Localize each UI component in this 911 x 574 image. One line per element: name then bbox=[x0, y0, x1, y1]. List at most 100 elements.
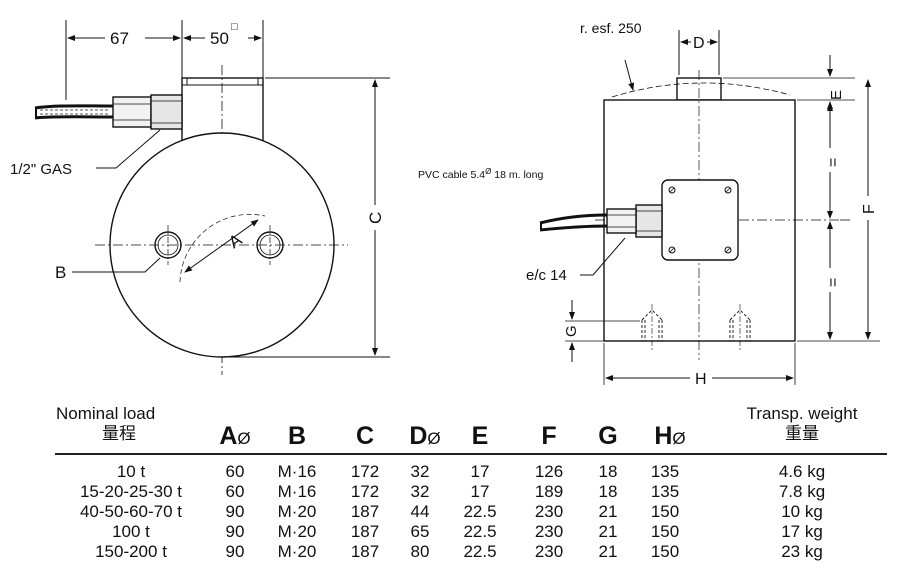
cable bbox=[34, 104, 114, 110]
cell-c: 187 bbox=[350, 542, 380, 561]
cell-h: 150 bbox=[650, 502, 680, 521]
side-cable bbox=[539, 213, 608, 225]
cell-a: 60 bbox=[225, 482, 245, 501]
cell-load: 40-50-60-70 t bbox=[79, 502, 183, 521]
header-col-d: DØ bbox=[409, 422, 441, 450]
header-col-e: E bbox=[471, 422, 489, 450]
cell-e: 17 bbox=[470, 462, 490, 481]
cell-b: M·20 bbox=[277, 502, 317, 521]
threaded-hole-right bbox=[729, 304, 751, 350]
header-weight-en: Transp. weight bbox=[746, 404, 858, 423]
cell-g: 21 bbox=[598, 542, 618, 561]
cell-b: M·16 bbox=[277, 482, 317, 501]
side-view bbox=[539, 30, 880, 385]
cell-weight: 17 kg bbox=[781, 522, 823, 541]
label-c: C bbox=[366, 212, 385, 224]
dim-67-label: 67 bbox=[110, 29, 129, 48]
cell-h: 135 bbox=[650, 462, 680, 481]
dim-50-label: 50 bbox=[210, 29, 229, 48]
cell-f: 230 bbox=[534, 542, 564, 561]
label-g: G bbox=[563, 325, 580, 337]
cell-h: 150 bbox=[650, 522, 680, 541]
header-weight-cn: 重量 bbox=[785, 424, 819, 443]
header-nominal-load: Nominal load 量程 bbox=[56, 404, 196, 444]
cell-a: 90 bbox=[225, 502, 245, 521]
header-col-g: G bbox=[598, 422, 618, 450]
cell-d: 65 bbox=[410, 522, 430, 541]
label-eq-lower: = bbox=[825, 278, 842, 287]
cell-c: 187 bbox=[350, 502, 380, 521]
label-d: D bbox=[693, 35, 705, 52]
cell-b: M·20 bbox=[277, 522, 317, 541]
cell-load: 150-200 t bbox=[95, 542, 167, 561]
label-eq-upper: = bbox=[825, 158, 842, 167]
cell-f: 230 bbox=[534, 522, 564, 541]
cable-gland-nut bbox=[112, 96, 152, 128]
label-e: E bbox=[828, 90, 845, 100]
table-row: 100 t 90 M·20 187 65 22.5 230 21 150 17 kg bbox=[0, 522, 911, 542]
radius-label: r. esf. 250 bbox=[580, 20, 642, 36]
side-cable-nut bbox=[606, 208, 637, 234]
cell-a: 90 bbox=[225, 542, 245, 561]
connector-plate bbox=[661, 179, 739, 261]
cell-load: 15-20-25-30 t bbox=[79, 482, 183, 501]
header-transp-weight: Transp. weight 重量 bbox=[722, 404, 882, 444]
label-h: H bbox=[695, 371, 707, 388]
cell-b: M·20 bbox=[277, 542, 317, 561]
cable-diameter-sup: Ø bbox=[485, 167, 491, 176]
cable-spec-label: PVC cable 5.4Ø 18 m. long bbox=[418, 167, 543, 181]
cell-weight: 10 kg bbox=[781, 502, 823, 521]
cell-e: 22.5 bbox=[463, 502, 497, 521]
cell-f: 230 bbox=[534, 502, 564, 521]
gas-label: 1/2" GAS bbox=[10, 161, 72, 178]
cell-c: 172 bbox=[350, 462, 380, 481]
cell-g: 21 bbox=[598, 502, 618, 521]
side-view-labels: r. esf. 250 D E = = F PVC cable 5.4Ø 18 … bbox=[418, 20, 878, 388]
cell-f: 189 bbox=[534, 482, 564, 501]
header-col-a: AØ bbox=[219, 422, 251, 450]
cell-g: 18 bbox=[598, 462, 618, 481]
cell-e: 22.5 bbox=[463, 542, 497, 561]
cell-d: 32 bbox=[410, 462, 430, 481]
cell-h: 135 bbox=[650, 482, 680, 501]
cell-load: 10 t bbox=[116, 462, 146, 481]
cell-c: 172 bbox=[350, 482, 380, 501]
square-mark: □ bbox=[231, 21, 238, 33]
ec-label: e/c 14 bbox=[526, 267, 567, 284]
cell-g: 18 bbox=[598, 482, 618, 501]
dim-a-line bbox=[184, 219, 259, 273]
cell-a: 60 bbox=[225, 462, 245, 481]
header-col-f: F bbox=[541, 422, 557, 450]
cell-f: 126 bbox=[534, 462, 564, 481]
cell-weight: 23 kg bbox=[781, 542, 823, 561]
cell-g: 21 bbox=[598, 522, 618, 541]
table-row: 150-200 t 90 M·20 187 80 22.5 230 21 150 23 kg bbox=[0, 542, 911, 562]
cell-h: 150 bbox=[650, 542, 680, 561]
table-row: 15-20-25-30 t 60 M·16 172 32 17 189 18 135 7.8 kg bbox=[0, 482, 911, 502]
header-col-b: B bbox=[287, 422, 307, 450]
cell-a: 90 bbox=[225, 522, 245, 541]
cell-b: M·16 bbox=[277, 462, 317, 481]
label-b: B bbox=[55, 263, 66, 282]
cell-d: 32 bbox=[410, 482, 430, 501]
cell-c: 187 bbox=[350, 522, 380, 541]
header-col-h: HØ bbox=[654, 422, 686, 450]
header-col-c: C bbox=[355, 422, 375, 450]
cell-e: 22.5 bbox=[463, 522, 497, 541]
cell-d: 80 bbox=[410, 542, 430, 561]
label-f: F bbox=[861, 204, 878, 214]
technical-drawing: 67 50 □ 1/2" GAS B A C bbox=[10, 20, 880, 388]
header-nominal-en: Nominal load bbox=[56, 404, 156, 423]
threaded-hole-left bbox=[641, 304, 663, 350]
cell-load: 100 t bbox=[112, 522, 150, 541]
cable-gland-body bbox=[150, 94, 183, 130]
cell-d: 44 bbox=[410, 502, 430, 521]
table-row: 40-50-60-70 t 90 M·20 187 44 22.5 230 21 150 10 k… bbox=[0, 502, 911, 522]
cell-weight: 4.6 kg bbox=[778, 462, 826, 481]
cell-weight: 7.8 kg bbox=[778, 482, 826, 501]
table-row: 10 t 60 M·16 172 32 17 126 18 135 4.6 kg bbox=[0, 462, 911, 482]
top-view bbox=[34, 20, 390, 375]
cell-e: 17 bbox=[470, 482, 490, 501]
header-rule bbox=[55, 453, 887, 455]
header-nominal-cn: 量程 bbox=[102, 424, 136, 443]
